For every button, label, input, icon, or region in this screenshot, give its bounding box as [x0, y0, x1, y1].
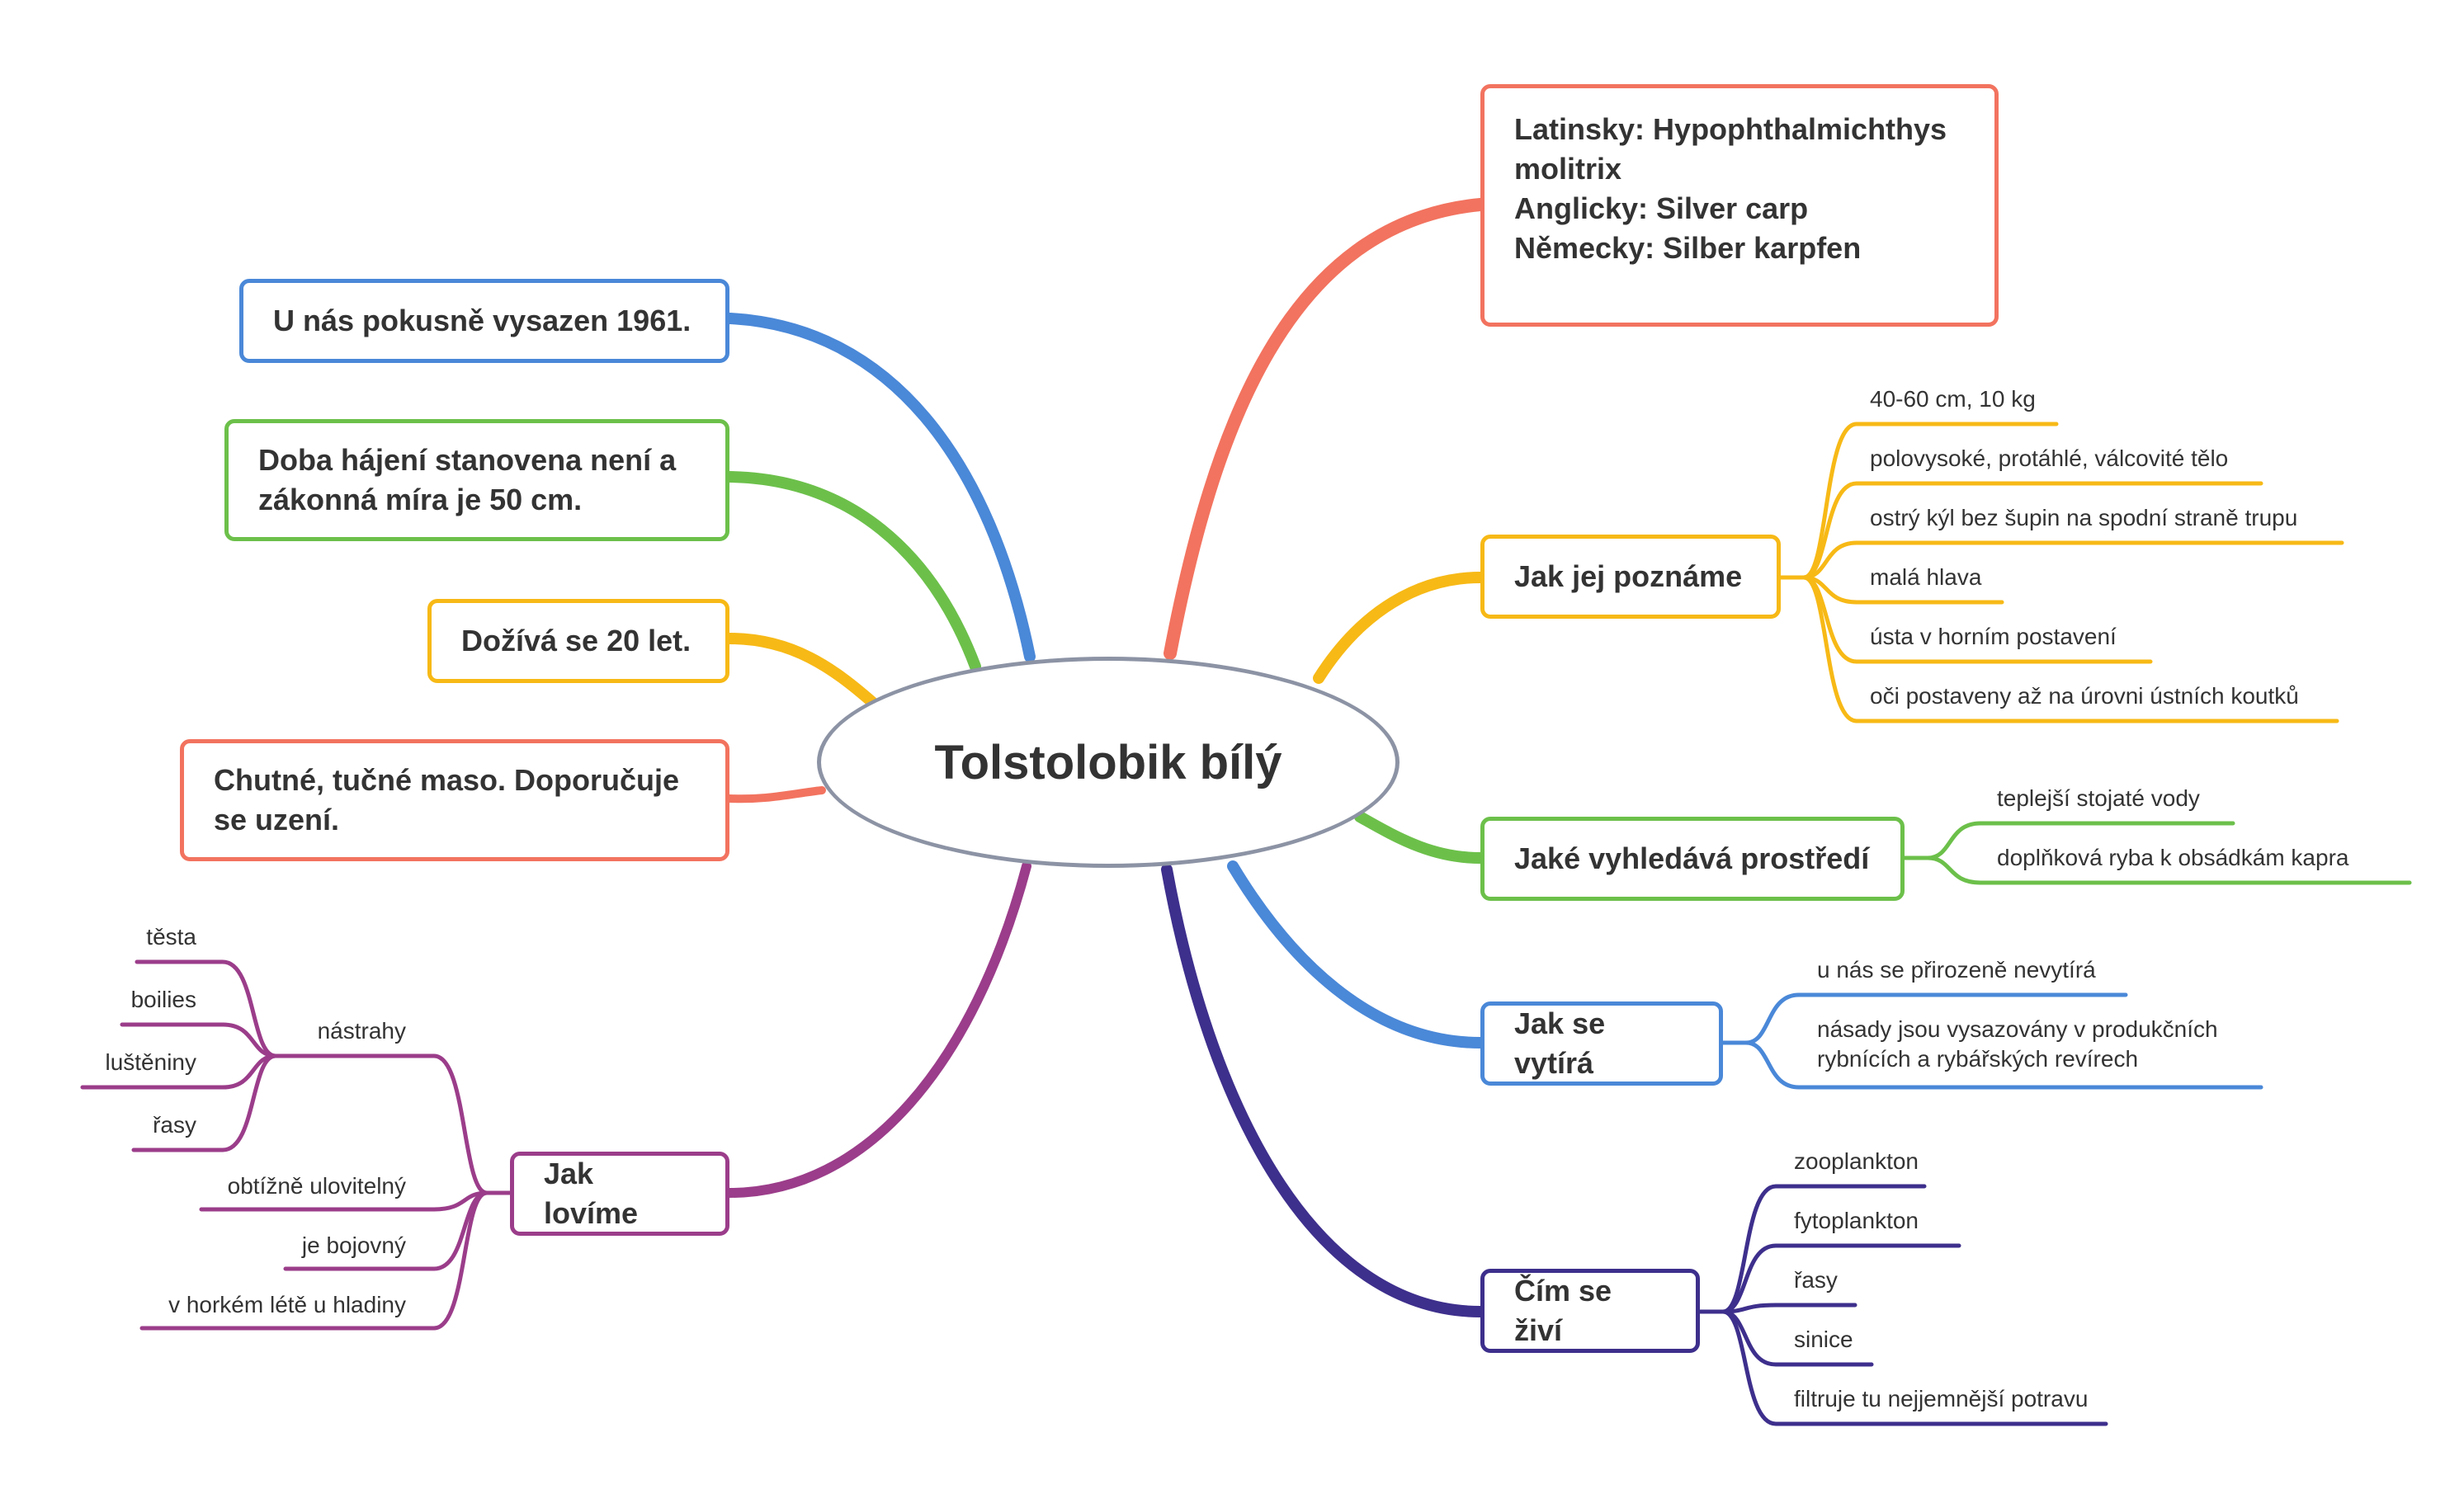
- branch-fishing: [725, 861, 1031, 1198]
- branch-lifespan: [724, 633, 879, 709]
- bait-leaf-line: [135, 959, 278, 1058]
- branch-meat: [725, 786, 826, 803]
- bait-item[interactable]: luštěniny: [105, 1049, 196, 1075]
- food-topic-label: Čím se živí: [1514, 1274, 1612, 1347]
- recognize-leaf-line: [1801, 575, 2339, 723]
- branch-names: [1164, 198, 1487, 660]
- habitat-leaf-line: [1925, 855, 2412, 885]
- protection-topic-label: Doba hájení stanovena není a zákonná mír…: [258, 443, 677, 516]
- food-item[interactable]: řasy: [1794, 1267, 1838, 1293]
- fishing-item[interactable]: obtížně ulovitelný: [227, 1173, 406, 1199]
- habitat-leaf-line: [1925, 821, 2235, 860]
- introduced-topic[interactable]: U nás pokusně vysazen 1961.: [239, 279, 729, 363]
- lifespan-topic-label: Dožívá se 20 let.: [461, 624, 692, 657]
- fishing-topic-label: Jak lovíme: [544, 1157, 639, 1230]
- habitat-item[interactable]: teplejší stojaté vody: [1997, 785, 2200, 811]
- central-topic-label: Tolstolobik bílý: [934, 735, 1282, 789]
- meat-topic-label: Chutné, tučné maso. Doporučuje se uzení.: [214, 763, 680, 836]
- food-leaf-line: [1721, 1184, 1927, 1314]
- bait-leaf-line: [120, 1022, 278, 1058]
- branch-food: [1161, 864, 1486, 1317]
- spawning-topic-label: Jak se vytírá: [1514, 1006, 1606, 1080]
- branch-recognize: [1313, 572, 1486, 684]
- spawning-item[interactable]: násady jsou vysazovány v produkčních ryb…: [1817, 1016, 2218, 1072]
- bait-leaf-line: [131, 1053, 278, 1152]
- habitat-item[interactable]: doplňková ryba k obsádkám kapra: [1997, 845, 2349, 870]
- meat-topic[interactable]: Chutné, tučné maso. Doporučuje se uzení.: [180, 739, 729, 861]
- recognize-item[interactable]: oči postaveny až na úrovni ústních koutk…: [1870, 683, 2299, 709]
- branch-habitat: [1354, 811, 1486, 864]
- bait-label[interactable]: nástrahy: [317, 1018, 406, 1044]
- fishing-leaf-line: [273, 1053, 489, 1195]
- fishing-leaf-line: [139, 1190, 489, 1331]
- spawning-leaf-line: [1744, 992, 2128, 1045]
- names-latin-line1: Latinsky: Hypophthalmichthys: [1514, 112, 1947, 146]
- spawning-item[interactable]: u nás se přirozeně nevytírá: [1817, 957, 2096, 983]
- names-german-line: Německy: Silber karpfen: [1514, 231, 1862, 265]
- food-leaf-line: [1721, 1303, 1857, 1314]
- names-topic[interactable]: Latinsky: Hypophthalmichthys molitrix An…: [1480, 84, 1999, 327]
- names-english-line: Anglicky: Silver carp: [1514, 191, 1809, 225]
- bait-item[interactable]: řasy: [153, 1112, 196, 1138]
- recognize-leaf-line: [1801, 540, 2344, 580]
- habitat-topic[interactable]: Jaké vyhledává prostředí: [1480, 817, 1905, 901]
- introduced-topic-label: U nás pokusně vysazen 1961.: [273, 304, 692, 337]
- branch-introduced: [724, 313, 1036, 662]
- recognize-item[interactable]: polovysoké, protáhlé, válcovité tělo: [1870, 445, 2229, 471]
- food-item[interactable]: zooplankton: [1794, 1148, 1919, 1174]
- recognize-item[interactable]: ostrý kýl bez šupin na spodní straně tru…: [1870, 505, 2298, 530]
- food-item[interactable]: fytoplankton: [1794, 1208, 1919, 1233]
- branch-protection: [724, 471, 981, 672]
- recognize-topic-label: Jak jej poznáme: [1514, 559, 1743, 593]
- food-item[interactable]: filtruje tu nejjemnější potravu: [1794, 1386, 2089, 1411]
- recognize-item[interactable]: malá hlava: [1870, 564, 1982, 590]
- fishing-item[interactable]: je bojovný: [301, 1232, 406, 1258]
- spawning-leaf-line: [1744, 1040, 2263, 1090]
- names-latin-line2: molitrix: [1514, 152, 1622, 186]
- spawning-topic[interactable]: Jak se vytírá: [1480, 1001, 1723, 1086]
- fishing-item[interactable]: v horkém létě u hladiny: [168, 1292, 406, 1317]
- central-topic[interactable]: Tolstolobik bílý: [817, 657, 1400, 868]
- recognize-item[interactable]: ústa v horním postavení: [1870, 624, 2117, 649]
- lifespan-topic[interactable]: Dožívá se 20 let.: [427, 599, 729, 683]
- branch-spawning: [1227, 860, 1486, 1049]
- fishing-topic[interactable]: Jak lovíme: [510, 1152, 729, 1236]
- protection-topic[interactable]: Doba hájení stanovena není a zákonná mír…: [224, 419, 729, 541]
- bait-item[interactable]: těsta: [146, 924, 196, 950]
- food-item[interactable]: sinice: [1794, 1327, 1853, 1352]
- recognize-item[interactable]: 40-60 cm, 10 kg: [1870, 386, 2036, 412]
- bait-item[interactable]: boilies: [130, 987, 196, 1012]
- habitat-topic-label: Jaké vyhledává prostředí: [1514, 841, 1870, 875]
- food-leaf-line: [1721, 1309, 2108, 1426]
- food-topic[interactable]: Čím se živí: [1480, 1269, 1700, 1353]
- food-leaf-line: [1721, 1243, 1961, 1314]
- recognize-topic[interactable]: Jak jej poznáme: [1480, 535, 1781, 619]
- recognize-leaf-line: [1801, 481, 2263, 580]
